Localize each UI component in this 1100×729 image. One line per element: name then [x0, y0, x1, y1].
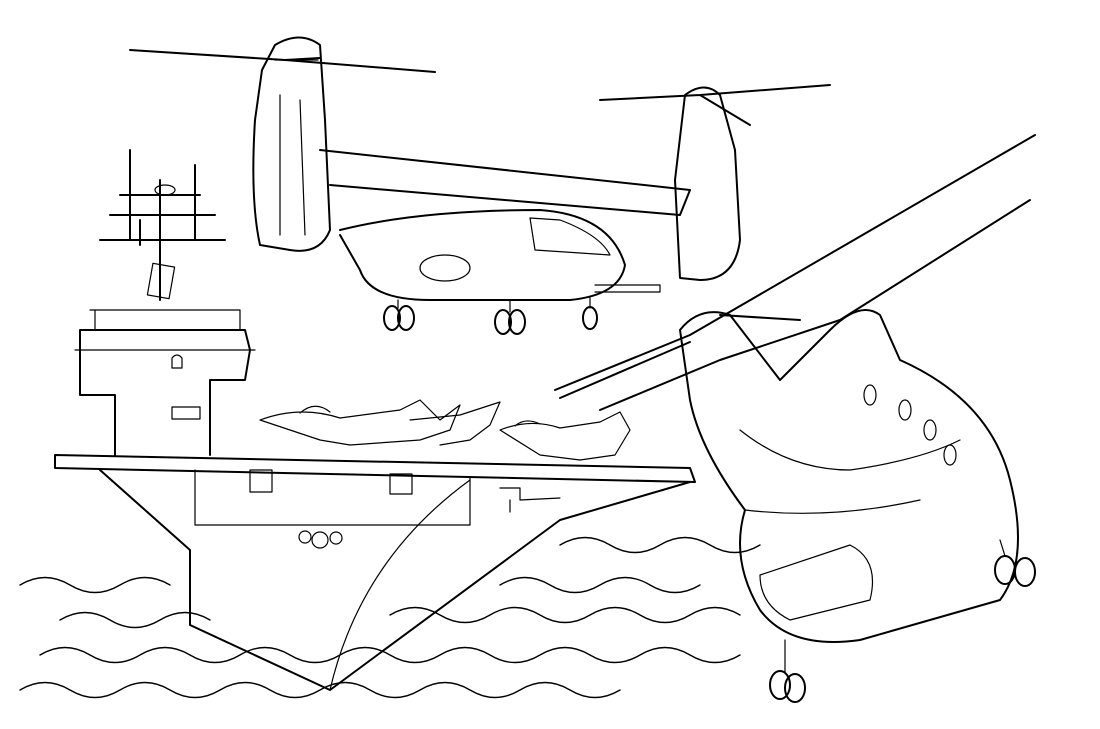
- chinook-gear-struts: [784, 539, 1006, 673]
- chinook-window: [943, 444, 957, 466]
- wheel: [508, 309, 526, 335]
- jet-on-deck: [499, 411, 631, 461]
- wheel: [582, 306, 598, 330]
- gear-struts: [397, 297, 591, 313]
- carrier-anchor-port: [298, 530, 312, 544]
- chinook-rear-rotor-blades: [599, 199, 1031, 411]
- wave-line: [19, 576, 701, 594]
- chinook-wheel: [1014, 557, 1036, 587]
- chinook-wheel: [784, 673, 806, 703]
- osprey-cockpit: [529, 217, 611, 256]
- chinook-wheel: [769, 670, 791, 700]
- osprey-landing-gear: [383, 297, 598, 335]
- chinook-helicopter: [554, 134, 1036, 703]
- jet-on-deck: [259, 399, 461, 446]
- chinook-wheel: [994, 555, 1016, 585]
- chinook-body: [679, 309, 1019, 643]
- osprey-tiltrotor: [129, 36, 831, 335]
- osprey-window: [419, 254, 471, 282]
- osprey-right-nacelle: [674, 86, 741, 281]
- carrier-hull-bow-line: [329, 479, 471, 691]
- carrier-sponson: [499, 487, 561, 513]
- chinook-front-rotor-blades: [554, 134, 1036, 399]
- osprey-wing: [319, 149, 691, 216]
- carrier-anchor-port: [329, 531, 343, 545]
- carrier-anchor-port: [311, 531, 329, 549]
- carrier-mast: [99, 149, 226, 301]
- carrier-hatch: [249, 469, 273, 493]
- jet-on-deck: [409, 401, 501, 446]
- chinook-window: [863, 384, 877, 406]
- wheel: [494, 309, 512, 335]
- wave-line: [59, 606, 741, 629]
- carrier-hull-panel: [194, 469, 471, 526]
- osprey-left-nacelle-detail: [274, 59, 319, 236]
- wave-line: [559, 536, 761, 554]
- chinook-body-detail: [739, 429, 961, 514]
- carrier-deck: [54, 454, 696, 483]
- chinook-cockpit-window: [759, 544, 874, 621]
- carrier-island-door: [171, 354, 183, 369]
- osprey-left-nacelle: [252, 36, 331, 252]
- osprey-left-rotor-blades: [129, 49, 436, 73]
- carrier-island-window: [171, 406, 201, 420]
- wave-line: [39, 646, 741, 664]
- osprey-fuselage: [339, 209, 626, 301]
- aircraft-carrier: [54, 149, 696, 691]
- carrier-island-bridge: [74, 309, 256, 351]
- chinook-window: [923, 419, 937, 441]
- carrier-radar: [154, 184, 176, 196]
- carrier-hatch: [389, 473, 413, 495]
- osprey-refuel-probe: [594, 284, 661, 293]
- wheel: [397, 305, 415, 331]
- chinook-window: [898, 399, 912, 421]
- carrier-mast-pod: [146, 262, 176, 300]
- wheel: [383, 305, 401, 331]
- carrier-island: [79, 329, 251, 456]
- wave-line: [19, 681, 621, 699]
- carrier-hull: [99, 469, 691, 691]
- ocean-waves: [19, 536, 761, 699]
